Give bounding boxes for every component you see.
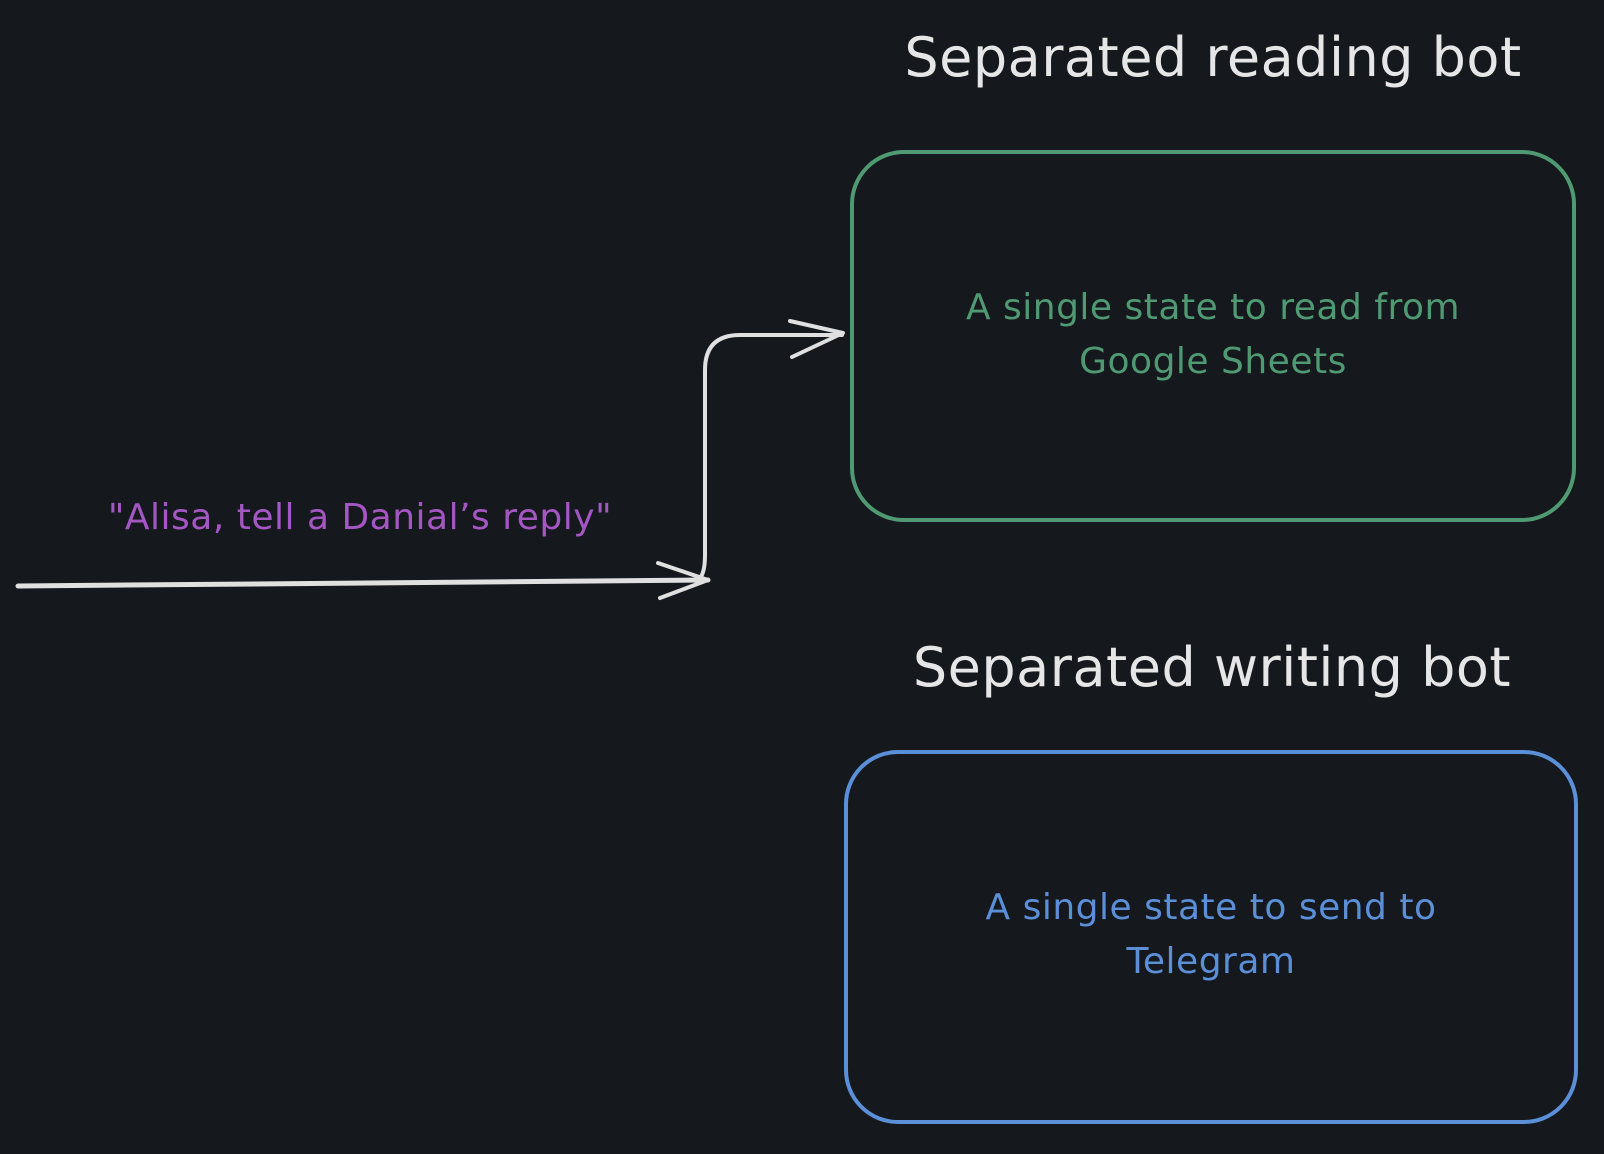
connector-to-reading-bot [698,333,844,580]
incoming-arrow-head [656,561,710,600]
incoming-arrow-line [15,577,711,589]
reading-bot-heading: Separated reading bot [904,26,1522,89]
writing-bot-box [844,750,1578,1124]
message-label: "Alisa, tell a Danial’s reply" [107,497,613,538]
writing-bot-heading: Separated writing bot [912,636,1512,699]
reading-bot-box-text: A single state to read from Google Sheet… [965,287,1461,382]
writing-bot-box-text: A single state to send to Telegram [985,887,1437,982]
connector-arrow-head [788,319,845,359]
reading-bot-box [850,150,1576,522]
